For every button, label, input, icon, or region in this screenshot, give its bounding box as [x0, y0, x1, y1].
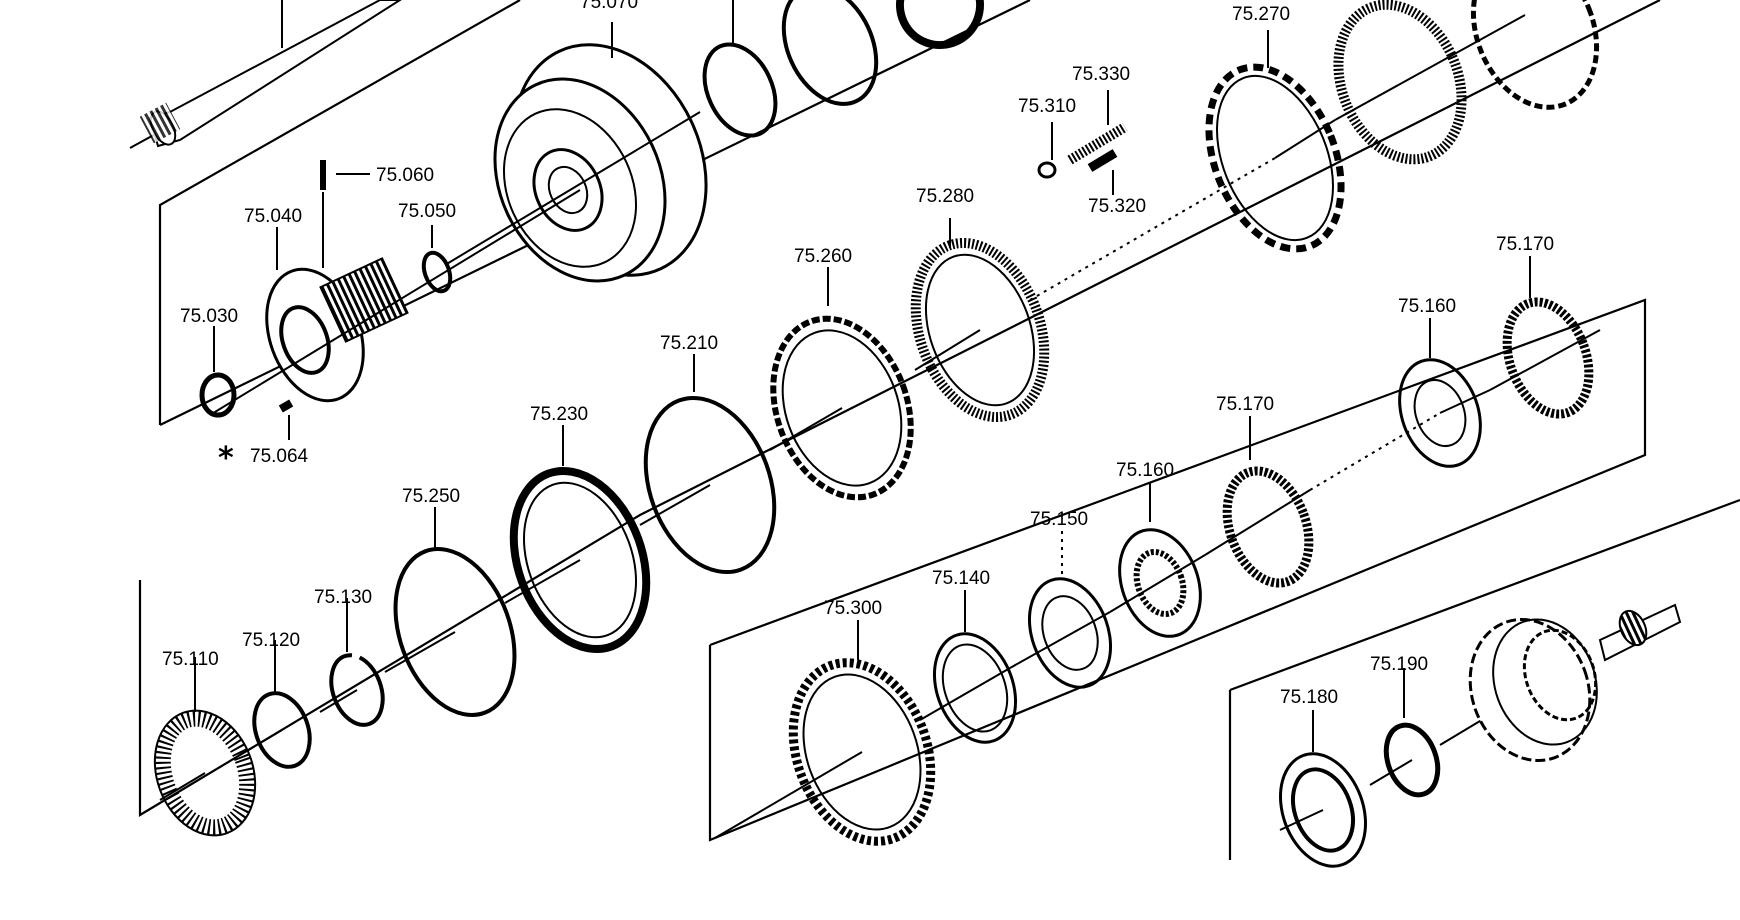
part-75250-seal-ring [393, 547, 517, 717]
label-75230: 75.230 [530, 404, 588, 425]
part-75180-inner [1291, 767, 1355, 853]
part-75064-pin [278, 399, 294, 413]
part-75150-inner [1041, 595, 1099, 671]
label-75190: 75.190 [1370, 654, 1428, 675]
frame-right [708, 298, 1647, 842]
part-75110-outer [153, 709, 257, 837]
part-75060-pin [320, 160, 326, 190]
part-75030-bushing [199, 372, 237, 418]
part-75160-upper-inner [1413, 379, 1467, 447]
output-hub-carrier [1468, 603, 1682, 763]
part-75170-lower-plate [1222, 466, 1314, 588]
part-75230-piston [509, 466, 651, 654]
label-75060: 75.060 [376, 165, 434, 186]
label-75310: 75.310 [1018, 96, 1076, 117]
label-75330: 75.330 [1072, 64, 1130, 85]
label-75250: 75.250 [402, 486, 460, 507]
label-75030: 75.030 [180, 306, 238, 327]
parts-75310-75330-springs [1037, 90, 1128, 195]
part-75260-steel-plate [770, 315, 914, 501]
steel-plate-top-right-2 [1470, 0, 1600, 110]
label-75130: 75.130 [314, 587, 372, 608]
input-shaft [129, 0, 402, 149]
part-75280-inner [924, 253, 1036, 407]
label-75270: 75.270 [1232, 4, 1290, 25]
part-75140-ring [932, 632, 1018, 744]
label-75064: 75.064 [250, 446, 309, 467]
part-75270-plate-inner [1216, 74, 1334, 242]
bearing-top [896, 0, 984, 49]
part-75170-upper-plate [1502, 297, 1594, 419]
part-75120-ring [252, 691, 312, 769]
friction-plate-top-right-1 [1333, 0, 1467, 165]
part-75160-lower-inner [1133, 549, 1187, 617]
ring-top-1 [702, 42, 778, 138]
part-75040-hub [265, 227, 409, 403]
label-75170-upper: 75.170 [1496, 234, 1554, 255]
part-75160-lower-disc [1118, 528, 1202, 638]
frame-bottom-right [1229, 498, 1740, 692]
part-labels: 75.070 75.270 75.330 75.310 75.320 75.06… [162, 0, 1554, 708]
label-75280: 75.280 [916, 186, 974, 207]
label-75260: 75.260 [794, 246, 852, 267]
label-75040: 75.040 [244, 206, 302, 227]
label-75180: 75.180 [1280, 687, 1338, 708]
label-75070: 75.070 [580, 0, 638, 13]
label-75210: 75.210 [660, 333, 718, 354]
label-75140: 75.140 [932, 568, 990, 589]
label-75110: 75.110 [162, 649, 219, 670]
part-75300-gear [788, 658, 936, 846]
label-75300: 75.300 [824, 598, 882, 619]
part-75050-snap-ring [421, 250, 453, 294]
label-75150: 75.150 [1030, 509, 1088, 530]
frame-top-left [158, 0, 521, 425]
part-75260-inner [781, 329, 903, 487]
part-75190-snap-ring [1383, 722, 1441, 798]
part-75130-snap-ring [329, 653, 385, 727]
frame-middle [138, 0, 1661, 817]
label-75120: 75.120 [242, 630, 300, 651]
part-75300-inner [802, 673, 922, 831]
part-75210-seal-ring [643, 395, 777, 575]
ring-top-2 [781, 0, 879, 106]
label-75050: 75.050 [398, 201, 456, 222]
part-75110-disc-spring [154, 710, 256, 836]
part-75180-disc [1278, 752, 1368, 868]
label-75170-lower: 75.170 [1216, 394, 1274, 415]
label-75160-lower: 75.160 [1116, 460, 1174, 481]
part-75160-upper-disc [1398, 358, 1482, 468]
part-75150-disc [1027, 577, 1113, 689]
footnote-asterisk: * [218, 441, 234, 476]
label-75160-upper: 75.160 [1398, 296, 1456, 317]
part-75230-inner [522, 481, 638, 639]
part-75070-clutch-drum [444, 22, 708, 283]
label-75320: 75.320 [1088, 196, 1146, 217]
part-75140-inner [941, 643, 1009, 733]
